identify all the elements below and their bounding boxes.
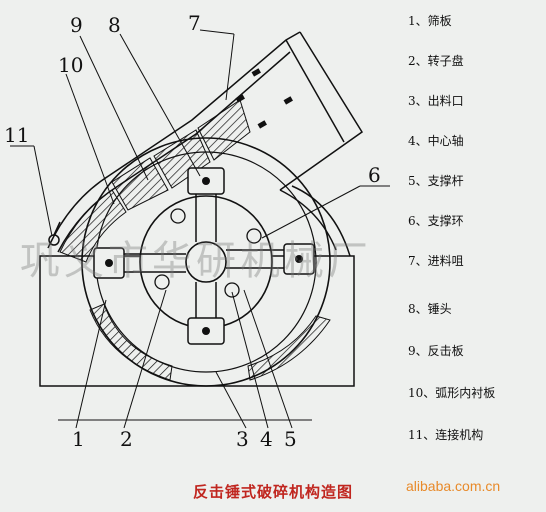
legend-item-8: 8、锤头: [408, 302, 452, 316]
watermark-text: 巩义市华研机械厂: [20, 238, 372, 284]
link-mechanism: [48, 221, 61, 246]
legend-item-2: 2、转子盘: [408, 54, 464, 68]
legend-item-1: 1、筛板: [408, 14, 452, 28]
legend-item-6: 6、支撑环: [408, 214, 464, 228]
callout-numbers: 9 8 7 10 11 6 1 2 3 4 5: [4, 11, 381, 451]
legend-item-3: 3、出料口: [408, 94, 464, 108]
rotor-holes: [154, 208, 262, 298]
impact-plates: [111, 99, 251, 211]
figure-caption: 反击锤式破碎机构造图: [192, 483, 353, 501]
leader-lines: [10, 29, 390, 429]
callout-9: 9: [70, 13, 83, 37]
callout-6: 6: [368, 163, 381, 187]
callout-7: 7: [188, 11, 201, 35]
callout-3: 3: [236, 427, 249, 451]
legend-item-7: 7、进料咀: [408, 254, 464, 268]
legend-item-5: 5、支撑杆: [408, 174, 464, 188]
legend-item-10: 10、弧形内衬板: [408, 386, 496, 400]
callout-1: 1: [72, 427, 85, 451]
callout-2: 2: [120, 427, 133, 451]
feed-chute-bolts: [235, 68, 293, 129]
hammer-heads: [93, 167, 315, 345]
callout-4: 4: [260, 427, 273, 451]
hammer-bolts: [105, 177, 303, 335]
callout-5: 5: [284, 427, 297, 451]
callout-8: 8: [108, 13, 121, 37]
callout-11: 11: [4, 123, 29, 147]
callout-10: 10: [58, 53, 83, 77]
site-watermark: alibaba.com.cn: [406, 478, 501, 494]
legend-item-9: 9、反击板: [408, 344, 464, 358]
screen-plate: [89, 303, 331, 381]
hammer-arms: [124, 194, 284, 318]
legend-item-4: 4、中心轴: [408, 134, 464, 148]
legend-item-11: 11、连接机构: [408, 428, 484, 442]
